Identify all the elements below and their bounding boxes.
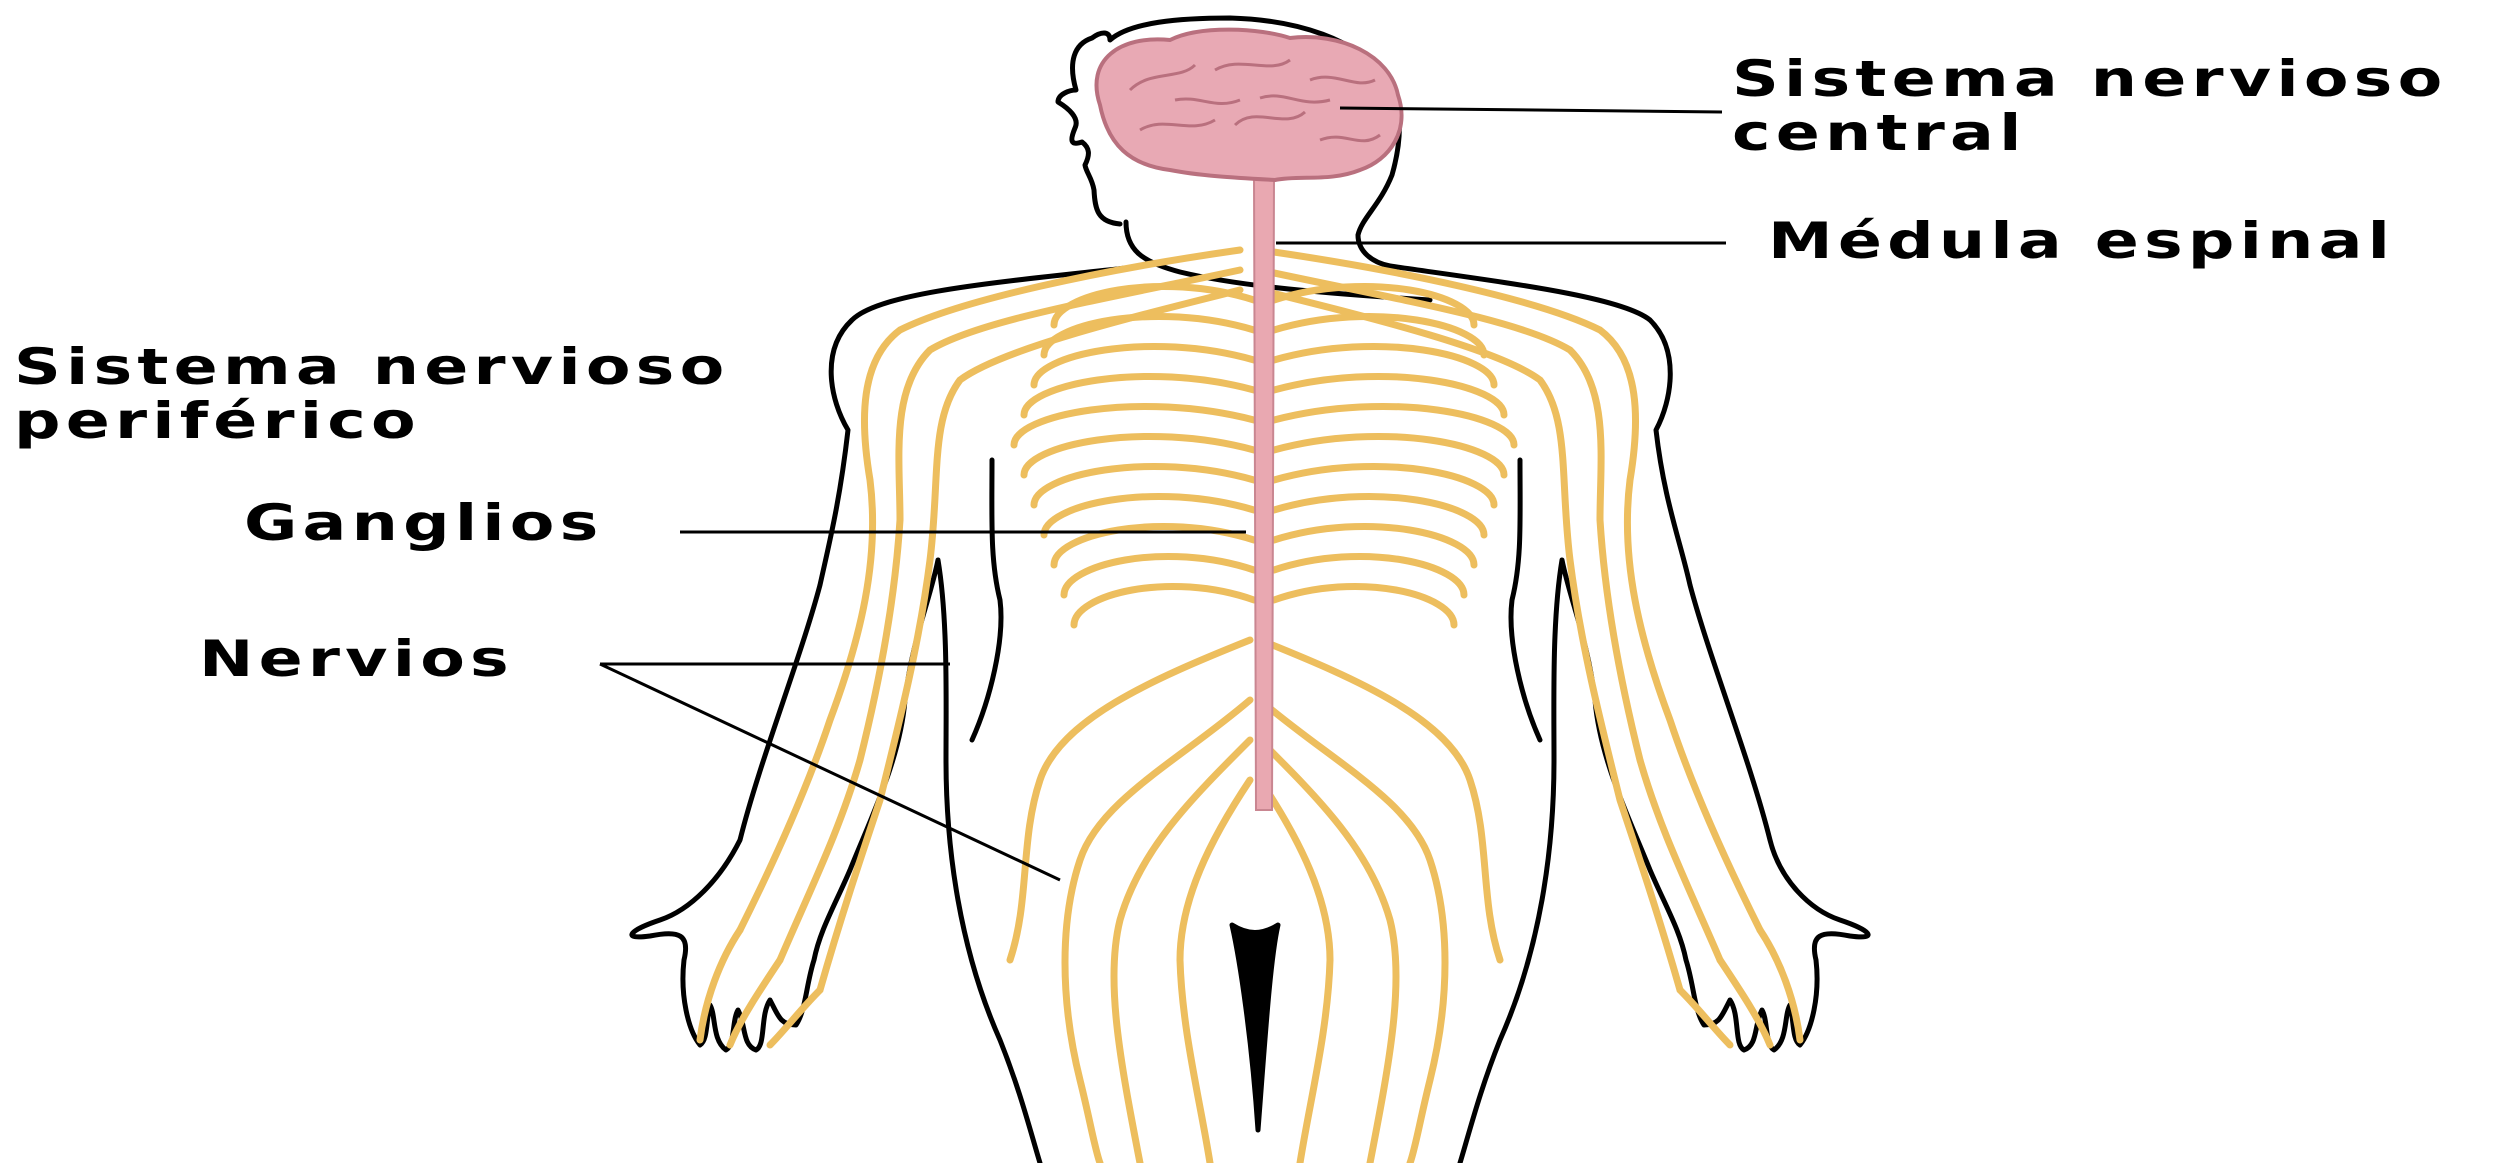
label-nerves-text: Nervios — [199, 632, 514, 686]
label-nerves: Nervios — [199, 632, 514, 686]
right-lumbar-nerve-4 — [1260, 640, 1500, 960]
rib-nerve-left-11 — [1074, 586, 1254, 625]
label-cns-line2: central — [1732, 106, 2447, 160]
label-cns-line1: Sistema nervioso — [1732, 52, 2447, 106]
brain-shape — [1096, 30, 1401, 180]
label-spinal-cord: Médula espinal — [1768, 214, 2395, 268]
label-spinal-cord-text: Médula espinal — [1768, 214, 2395, 268]
rib-nerve-right-11 — [1274, 586, 1454, 625]
label-central-nervous-system: Sistema nervioso central — [1732, 52, 2447, 160]
crotch-outline — [1232, 925, 1278, 1130]
label-pns-line1: Sistema nervioso — [14, 340, 729, 394]
label-pns-line2: periférico — [14, 394, 729, 448]
label-ganglia-text: Ganglios — [244, 496, 604, 550]
brain — [1096, 30, 1401, 180]
left-inner-arm-outline — [972, 460, 1001, 740]
label-peripheral-nervous-system: Sistema nervioso periférico — [14, 340, 729, 448]
label-ganglia: Ganglios — [244, 496, 604, 550]
right-inner-arm-outline — [1511, 460, 1540, 740]
spinal-cord — [1254, 175, 1274, 810]
left-lumbar-nerve-4 — [1010, 640, 1250, 960]
